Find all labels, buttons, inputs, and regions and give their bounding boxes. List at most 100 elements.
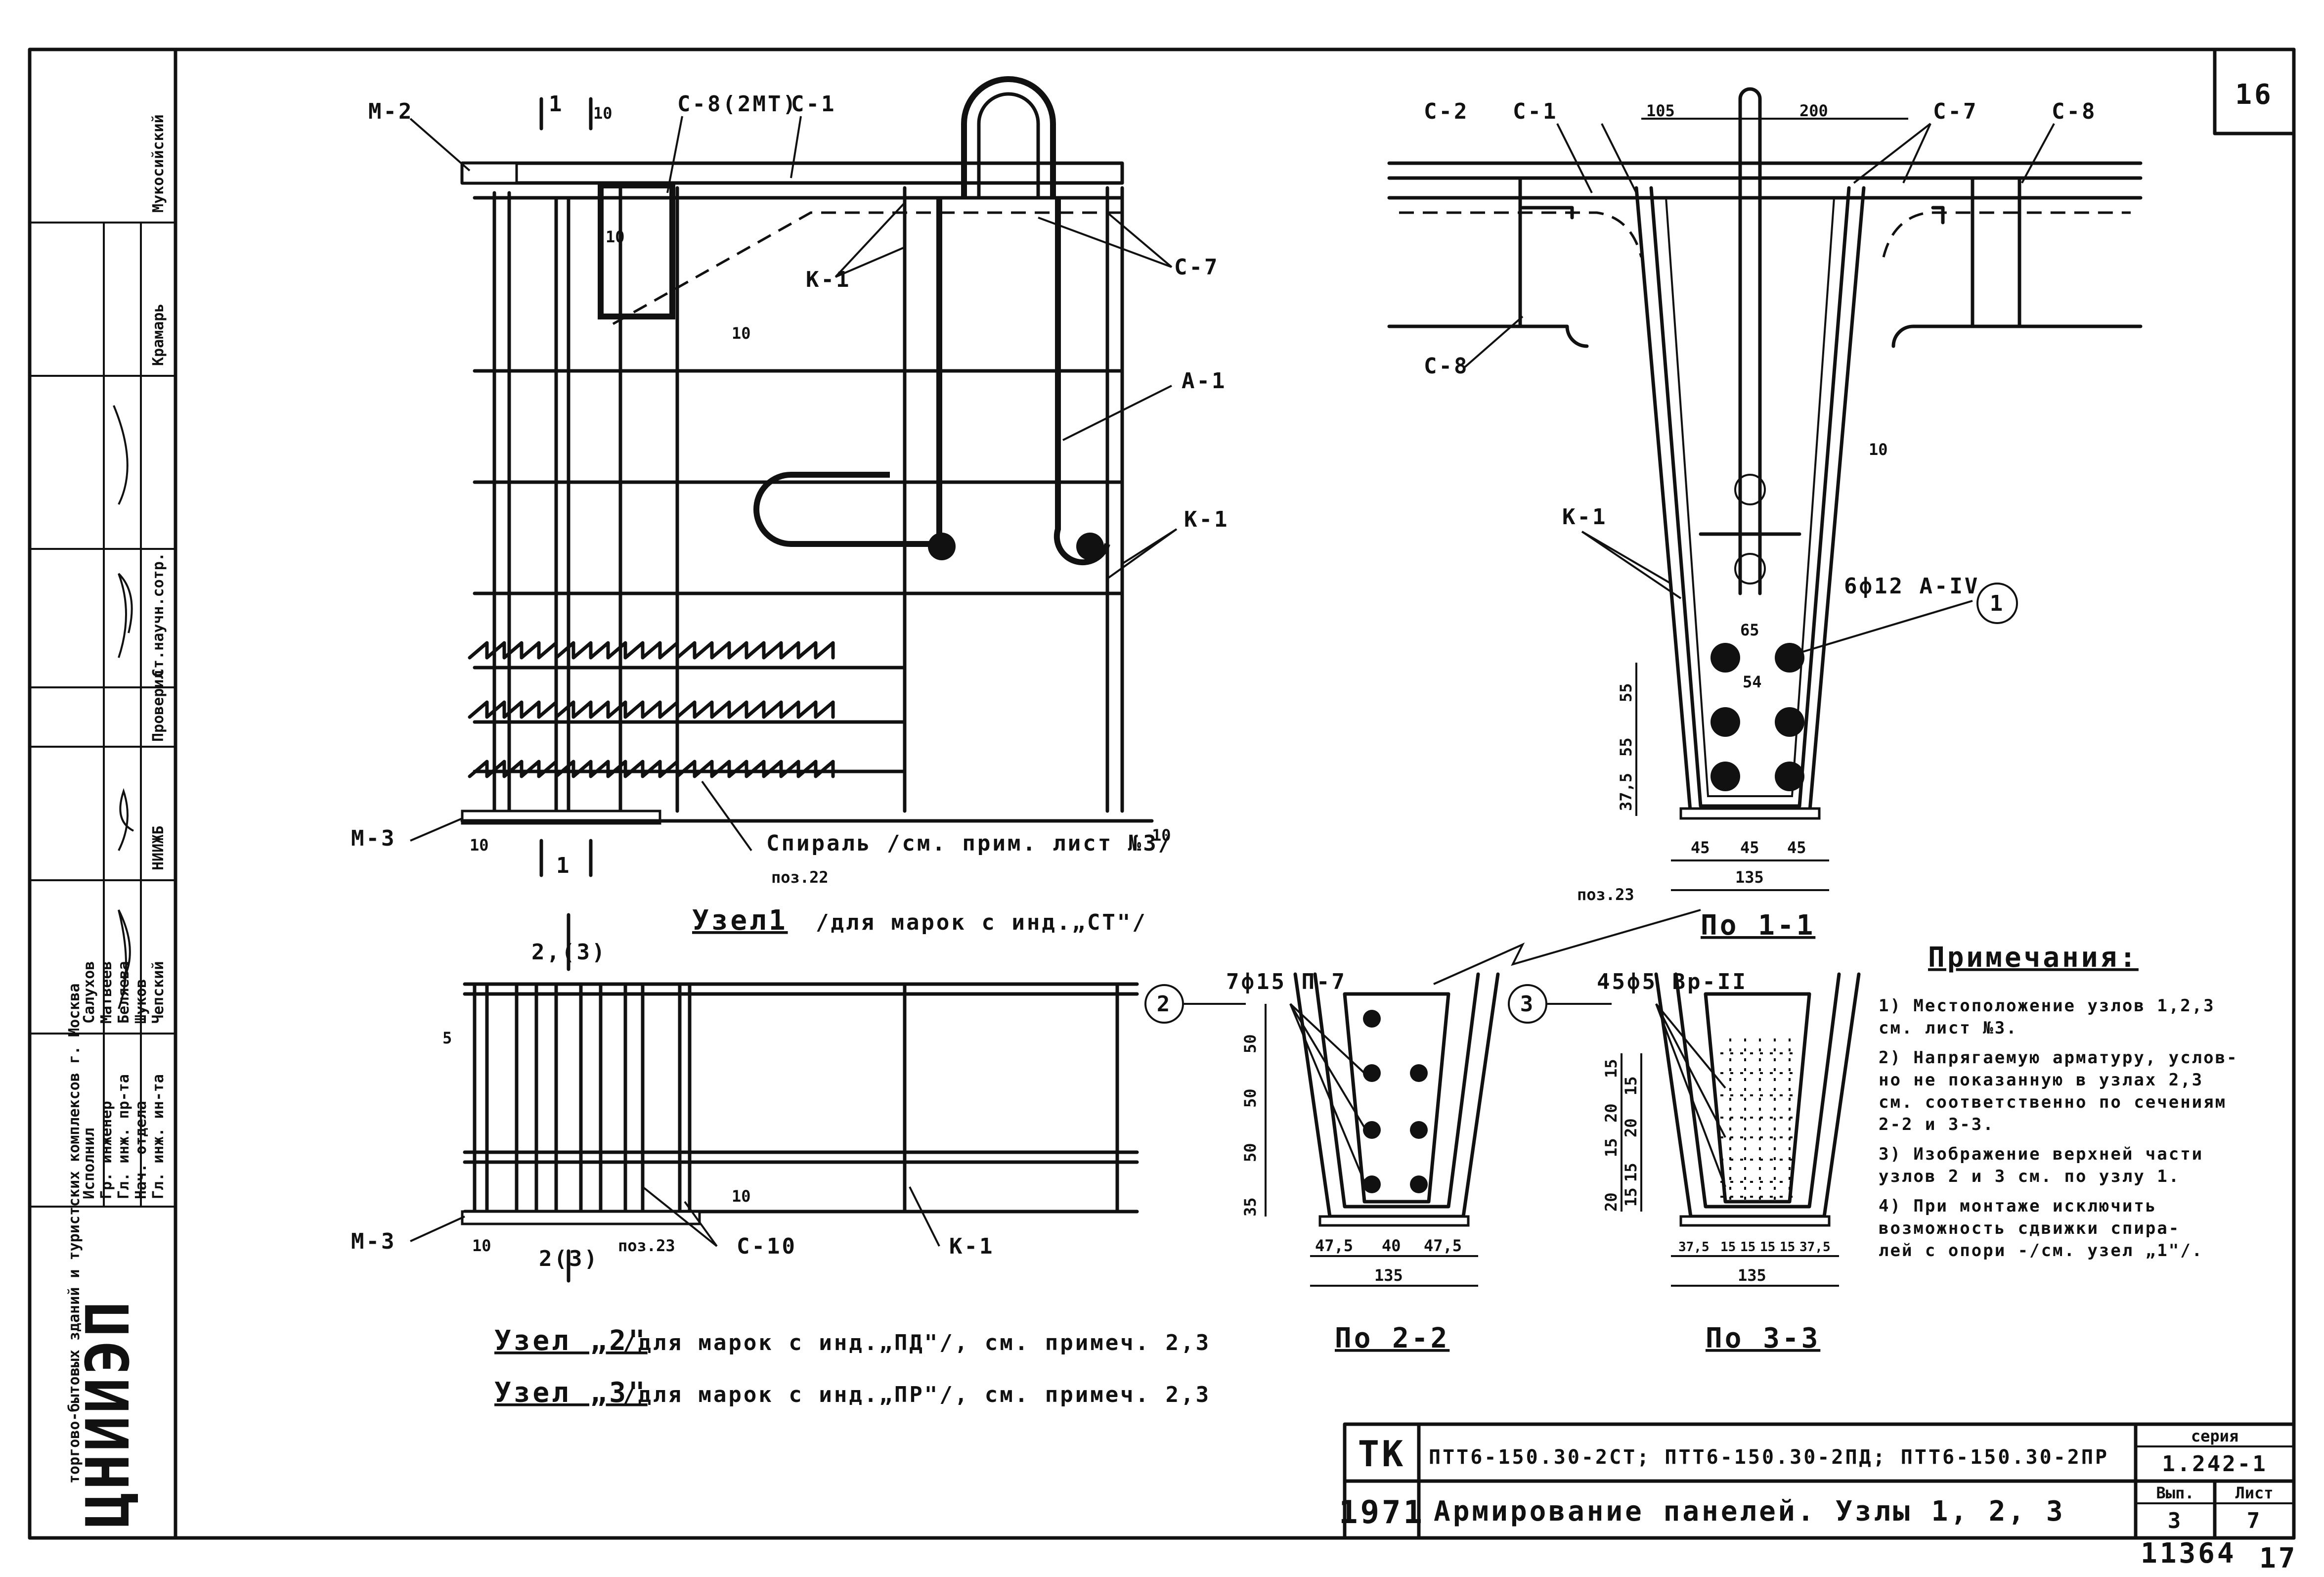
bar-section <box>1710 762 1740 791</box>
signature <box>113 405 129 505</box>
mark-1-circle <box>1976 583 2018 624</box>
spiral-row <box>468 641 835 660</box>
tb-title: Армирование панелей. Узлы 1, 2, 3 <box>1434 1495 2065 1528</box>
rebar-section <box>928 533 956 560</box>
label-c2: С-2 <box>1424 99 1469 124</box>
dim-45: 45 <box>1787 838 1806 857</box>
stamp-name-2: Шуков <box>132 979 150 1024</box>
label-bars-45f5: 45ф5 Вр-II <box>1597 969 1748 994</box>
node2-caption: Узел „2" <box>494 1325 648 1357</box>
bar-section <box>1775 762 1804 791</box>
note-line: 4) При монтаже исключить <box>1879 1196 2157 1216</box>
dim-50: 50 <box>1241 1143 1260 1162</box>
dim-50: 50 <box>1241 1034 1260 1053</box>
dim-v: 15 <box>1622 1076 1640 1095</box>
dim-50: 50 <box>1241 1088 1260 1108</box>
node1-caption: Узел1 <box>692 904 788 937</box>
label-k1: К-1 <box>806 267 851 292</box>
label-k1: К-1 <box>1184 507 1229 532</box>
bar-section <box>1775 707 1804 737</box>
stamp-role-3: Гл. инж. пр-та <box>115 1074 132 1199</box>
cut-mark-2-3: 2,(3) <box>531 940 607 965</box>
node1-elevation <box>409 76 1178 877</box>
stamp-role-1: Гл. инж. ин-та <box>150 1074 167 1199</box>
label-c10: С-10 <box>737 1234 797 1259</box>
note-line: возможность сдвижки спира- <box>1879 1218 2180 1238</box>
tb-marks: ПТТ6-150.30-2СТ; ПТТ6-150.30-2ПД; ПТТ6-1… <box>1429 1446 2109 1469</box>
label-k1: К-1 <box>949 1234 994 1259</box>
stamp-check-name: Крамарь <box>150 304 167 366</box>
sheet-number-box <box>2213 47 2296 135</box>
label-c7: С-7 <box>1933 99 1978 124</box>
dim-200: 200 <box>1799 101 1828 120</box>
tb-issue-label: Вып. <box>2156 1484 2194 1502</box>
note-line: 2) Напрягаемую арматуру, услов- <box>1879 1048 2238 1068</box>
label-c8: С-8 <box>1424 354 1469 379</box>
cut-mark-1: 1 <box>556 853 571 878</box>
tb-code: ТК <box>1358 1433 1406 1475</box>
signature <box>118 788 134 851</box>
note-line: см. соответственно по сечениям <box>1879 1092 2227 1112</box>
dim-54: 54 <box>1743 673 1762 691</box>
section33-caption: По 3-3 <box>1706 1322 1820 1354</box>
node2-subcaption: /для марок с инд.„ПД"/, см. примеч. 2,3 <box>623 1330 1211 1355</box>
label-spiral: Спираль /см. прим. лист №3/ <box>766 831 1173 856</box>
dim-37-5: 37,5 <box>1617 773 1635 811</box>
label-c1: С-1 <box>1513 99 1558 124</box>
plate-m2 <box>461 162 518 184</box>
notes-list: 1) Местоположение узлов 1,2,3 см. лист №… <box>1879 996 2238 1261</box>
wire-grid <box>1720 1038 1799 1202</box>
label-bars-6f12: 6ф12 А-IV <box>1844 574 1979 599</box>
node3-subcaption: /для марок с инд.„ПР"/, см. примеч. 2,3 <box>623 1382 1211 1407</box>
stamp-name-5: Салухов <box>81 961 98 1024</box>
stamp-top-name: Мукосийский <box>150 114 167 213</box>
section22-caption: По 2-2 <box>1335 1322 1449 1354</box>
spiral-row <box>468 700 835 719</box>
label-m2: М-2 <box>368 99 413 124</box>
stamp-role-2: Нач. отдела <box>132 1101 150 1199</box>
notes-heading: Примечания: <box>1928 942 2139 974</box>
archive-number: 11364 <box>2141 1537 2236 1570</box>
spiral-row <box>468 760 835 778</box>
note-line: 3) Изображение верхней части <box>1879 1144 2203 1164</box>
label-c7: С-7 <box>1174 255 1219 280</box>
dim-45: 45 <box>1740 838 1759 857</box>
dim-10: 10 <box>606 227 625 246</box>
stamp-role-5: Исполнил <box>81 1128 98 1200</box>
dim-10: 10 <box>1152 826 1171 845</box>
label-m3: М-3 <box>351 1229 396 1254</box>
section11-caption: По 1-1 <box>1701 909 1815 942</box>
label-poz22: поз.22 <box>771 868 829 887</box>
sheet-number: 16 <box>2235 79 2273 111</box>
stamp-check-role: Ст.научн.сотр. <box>150 552 167 677</box>
tb-series-label: серия <box>2191 1427 2238 1445</box>
dim-10: 10 <box>470 836 489 855</box>
mark-2: 2 <box>1157 991 1172 1017</box>
web-outline <box>1634 186 1866 818</box>
note-line: см. лист №3. <box>1879 1018 2018 1038</box>
dim-v: 15 <box>1622 1187 1640 1207</box>
dim-v: 20 <box>1602 1192 1621 1212</box>
bar-section <box>1775 643 1804 673</box>
org-logo: ЦНИИЭП <box>74 1299 143 1528</box>
stamp-org-text: торгово-бытовых зданий и туристских комп… <box>66 984 83 1484</box>
mark-3: 3 <box>1520 991 1535 1017</box>
node1-subcaption: /для марок с инд.„СТ"/ <box>816 910 1147 935</box>
dim-v: 15 <box>1622 1163 1640 1182</box>
dim-135: 135 <box>1738 1266 1766 1285</box>
dim-35: 35 <box>1241 1197 1260 1217</box>
tb-year: 1971 <box>1339 1494 1425 1531</box>
mark-3-circle <box>1508 984 1547 1024</box>
dim-10: 10 <box>1869 440 1888 459</box>
cut-mark-2-3: 2(3) <box>539 1246 599 1271</box>
note-line: 2-2 и 3-3. <box>1879 1115 1995 1134</box>
note-line: но не показанную в узлах 2,3 <box>1879 1070 2203 1090</box>
dim-v: 20 <box>1622 1118 1640 1137</box>
section-2-2 <box>1144 909 1701 1287</box>
label-c8: С-8 <box>2052 99 2097 124</box>
label-bars-7f15: 7ф15 П-7 <box>1226 969 1347 994</box>
label-k1: К-1 <box>1562 504 1607 530</box>
dim-55: 55 <box>1617 737 1635 757</box>
dim-47-5: 47,5 <box>1315 1236 1353 1255</box>
bar-section <box>1710 707 1740 737</box>
